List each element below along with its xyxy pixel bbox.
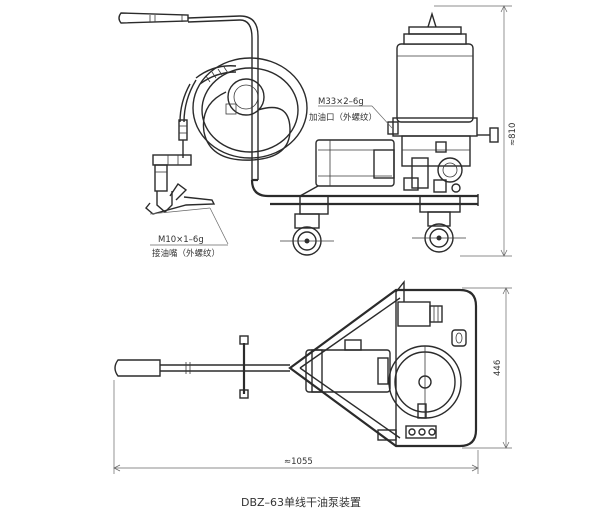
height-dimension	[434, 5, 512, 257]
hose-arch	[202, 15, 291, 180]
top-view: 446 ≈1055	[113, 280, 512, 474]
fill-port-label: 加油口（外螺纹）	[309, 112, 377, 123]
nozzle-assembly	[145, 119, 216, 215]
width-dimension-label: 446	[493, 360, 503, 376]
length-dimension	[113, 380, 479, 474]
top-frame	[288, 288, 478, 448]
fill-port-leader	[318, 105, 393, 129]
grease-gun-handle	[118, 12, 241, 24]
top-handle	[114, 335, 290, 399]
height-dimension-label: ≈810	[508, 123, 518, 146]
cart-frame	[250, 178, 479, 215]
top-fittings	[377, 280, 467, 441]
wheel-front	[412, 211, 466, 253]
wheel-rear	[280, 213, 334, 256]
figure-caption: DBZ–63单线干油泵装置	[241, 495, 361, 509]
thread-m10-label: M10×1–6g	[158, 235, 204, 245]
thread-m33-label: M33×2–6g	[318, 97, 364, 107]
length-dimension-label: ≈1055	[284, 457, 313, 467]
motor	[315, 139, 395, 187]
pump-unit	[387, 11, 499, 193]
width-dimension	[462, 287, 512, 449]
nozzle-label: 接油嘴（外螺纹）	[152, 248, 220, 259]
side-view: M10×1–6g 接油嘴（外螺纹）	[118, 5, 518, 259]
top-reservoir	[388, 345, 462, 419]
nozzle-leader	[149, 207, 229, 246]
hose-coil	[179, 57, 308, 159]
